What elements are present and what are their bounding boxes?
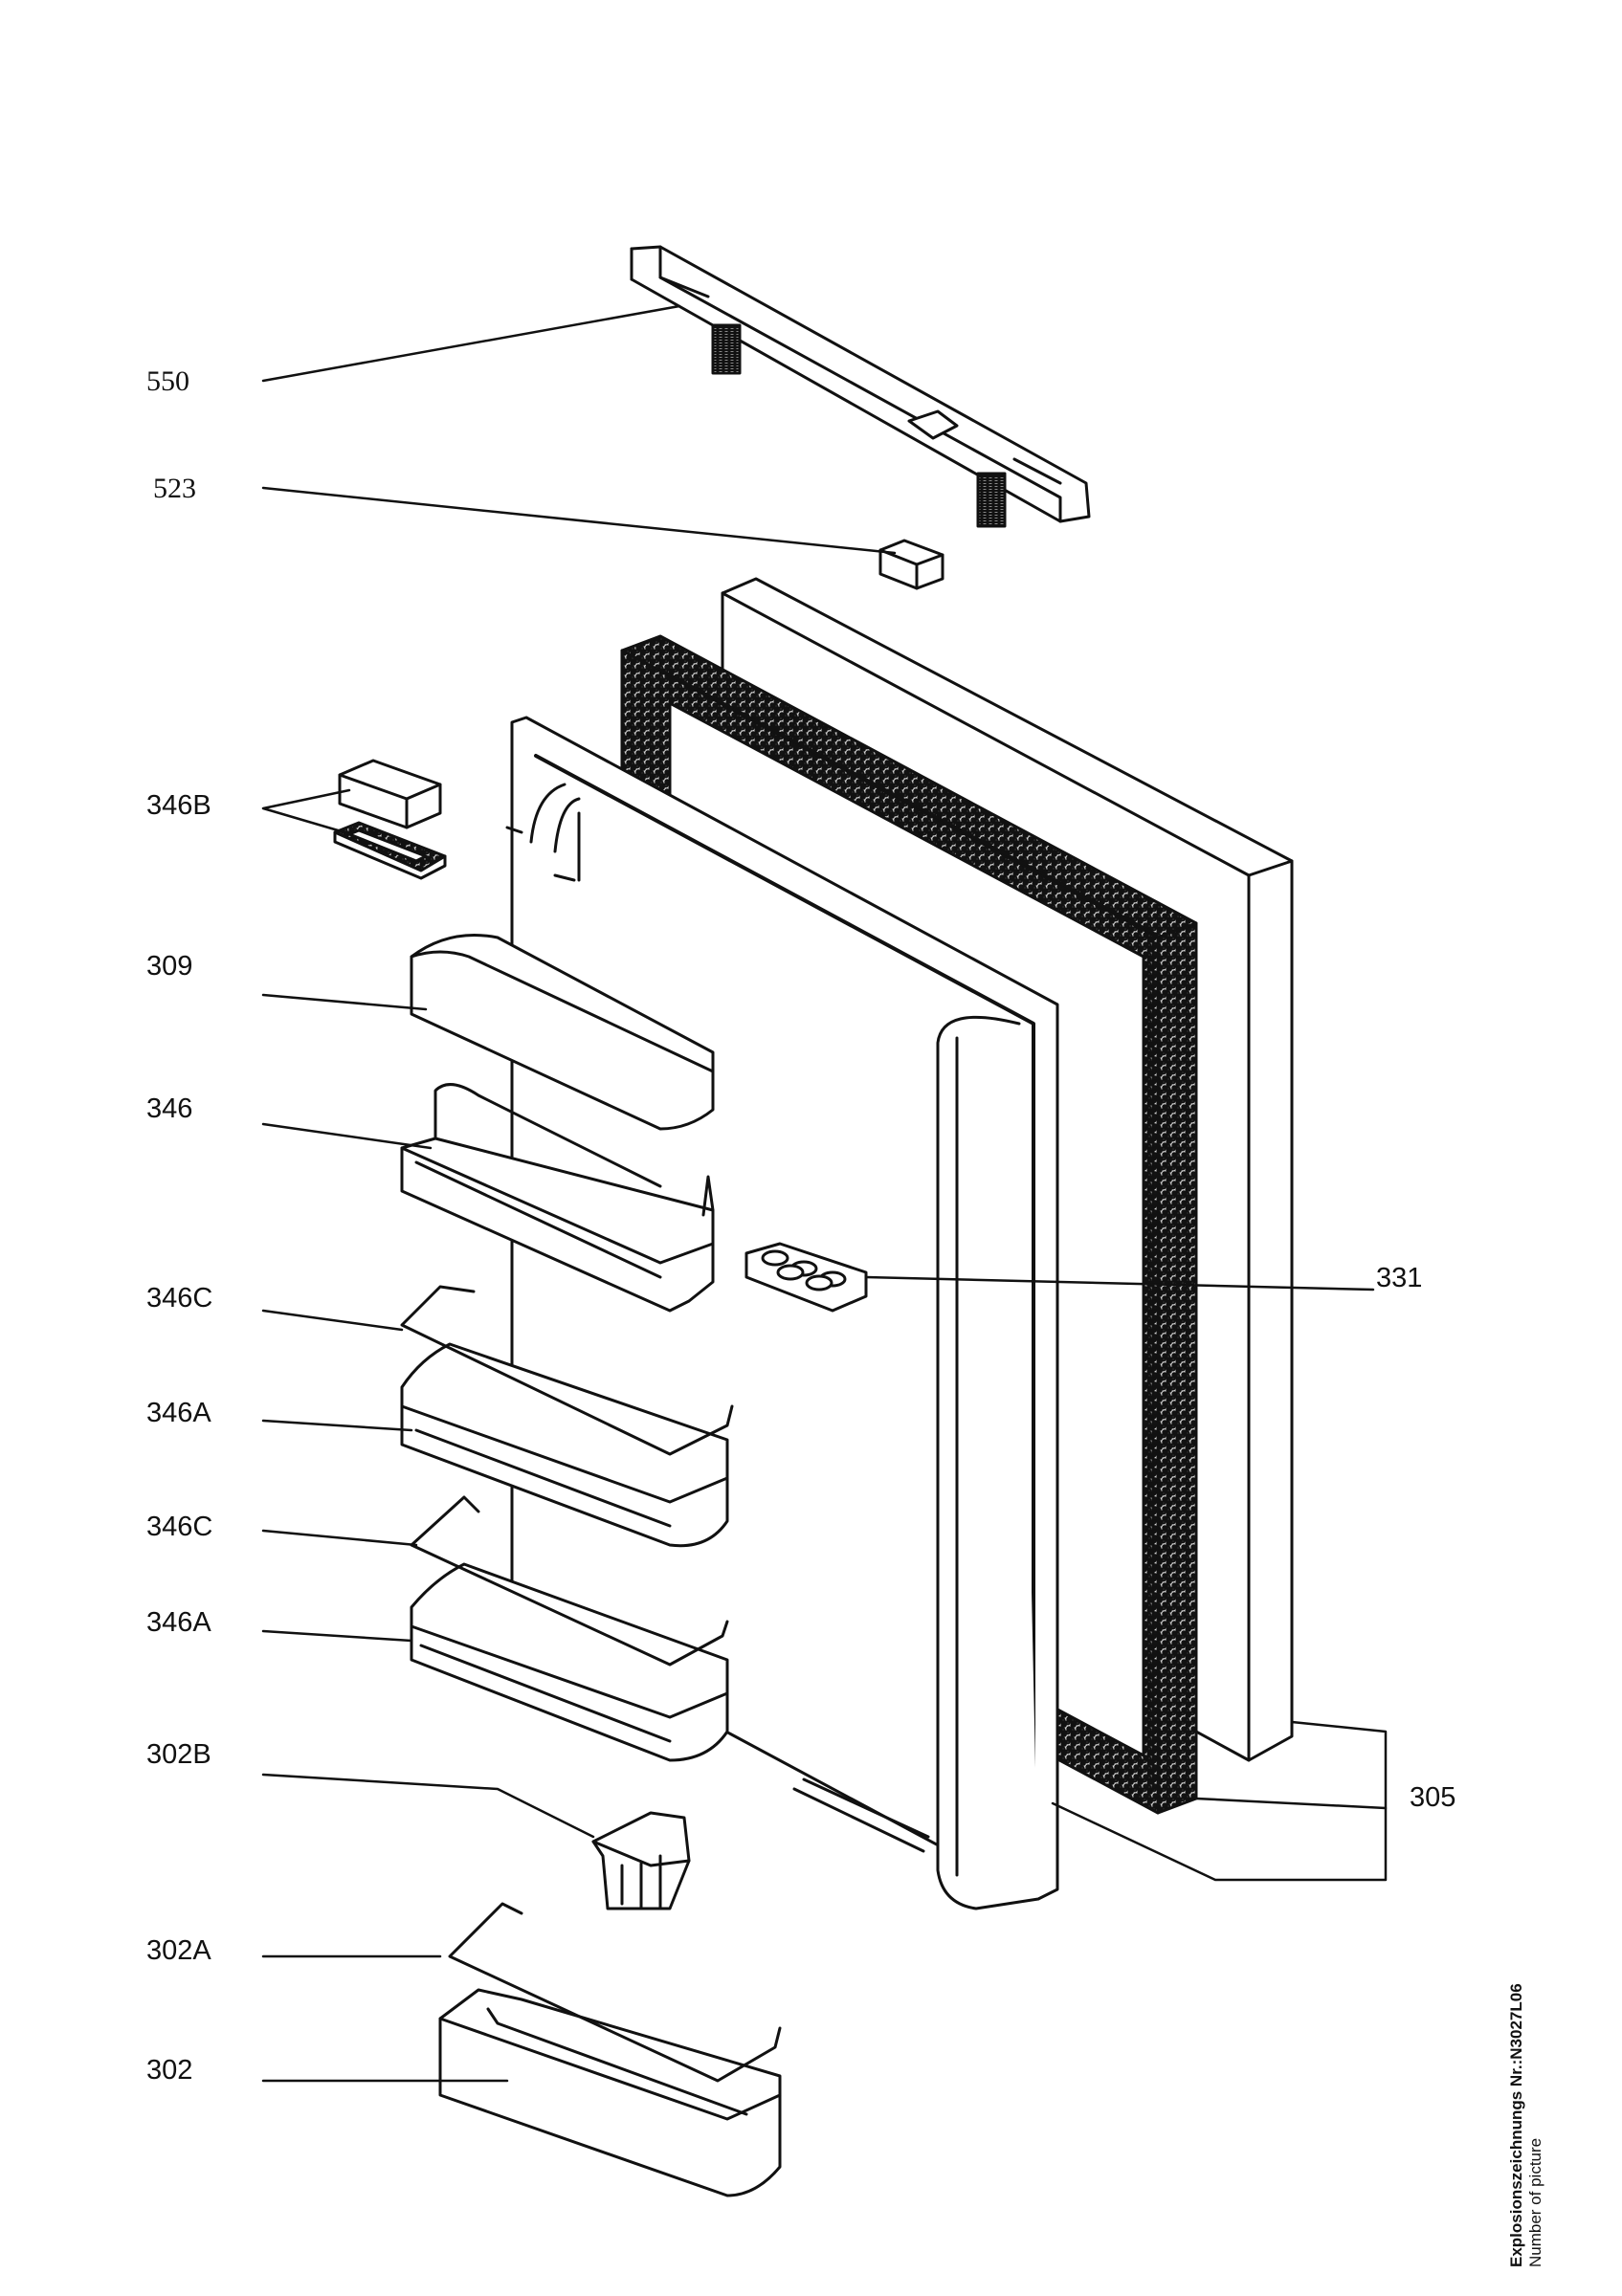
label-346B: 346B <box>146 790 211 821</box>
part-302B-divider <box>591 1811 691 1910</box>
part-309-compartment-lid <box>410 934 715 1131</box>
part-346C-bar-upper <box>400 1285 734 1456</box>
label-523: 523 <box>153 473 196 504</box>
label-331: 331 <box>1376 1263 1423 1293</box>
label-309: 309 <box>146 951 193 982</box>
part-346-shelf <box>400 1083 715 1313</box>
label-550: 550 <box>146 365 189 397</box>
part-302-bottle-bin <box>438 1988 782 2197</box>
label-302A: 302A <box>146 1935 211 1966</box>
part-331-egg-tray <box>744 1242 868 1313</box>
part-346C-bar-lower <box>410 1495 729 1667</box>
part-302A-bar <box>448 1902 782 2083</box>
part-346A-bin-upper <box>400 1342 729 1548</box>
drawing-number-caption: Explosionszeichnungs Nr.:N3027L06 Number… <box>1507 1866 1565 2267</box>
part-550-top-cover <box>630 245 1091 528</box>
label-346A-lower: 346A <box>146 1607 211 1638</box>
part-523-hinge-pin <box>878 539 944 590</box>
label-302: 302 <box>146 2055 193 2086</box>
part-346B-lid-and-frame <box>333 759 447 880</box>
drawing-number: Explosionszeichnungs Nr.:N3027L06 <box>1507 1983 1525 2267</box>
label-346: 346 <box>146 1093 193 1124</box>
label-346C-upper: 346C <box>146 1283 213 1314</box>
part-346A-bin-lower <box>410 1562 729 1762</box>
label-346C-lower: 346C <box>146 1512 213 1542</box>
label-302B: 302B <box>146 1739 211 1770</box>
label-305: 305 <box>1410 1782 1456 1813</box>
label-346A-upper: 346A <box>146 1398 211 1428</box>
leader-lines <box>261 304 1388 2083</box>
drawing-number-subtitle: Number of picture <box>1525 2137 1544 2267</box>
inner-door-liner <box>505 716 1059 1910</box>
